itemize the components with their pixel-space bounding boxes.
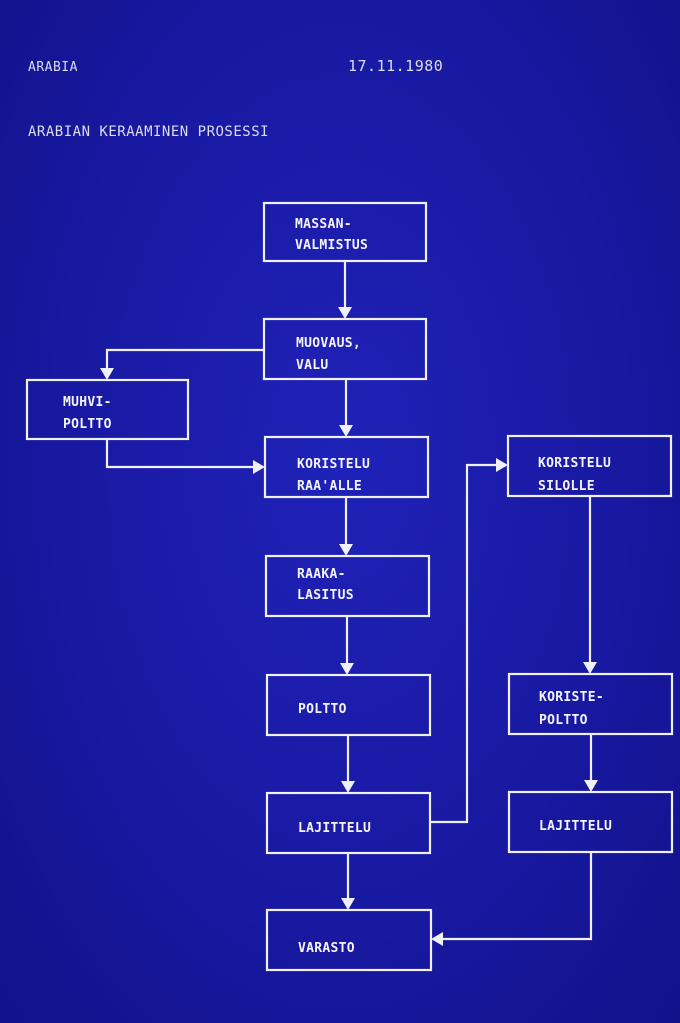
box-lajittelu-2: LAJITTELU [507,790,674,854]
box-muovaus: MUOVAUS, VALU [262,317,428,381]
connector-raakalasitus-poltto [340,616,354,675]
connector-poltto-lajittelu [341,735,355,793]
box-poltto: POLTTO [265,673,432,737]
box-koristelu-silolle-line2: SILOLLE [538,479,595,494]
connector-muhvi-koristelu [105,439,265,474]
connector-lajittelu-koristelu-silolle [430,458,508,824]
box-raakalasitus-line1: RAAKA- [297,567,346,582]
box-massan-line1: MASSAN- [295,217,352,232]
box-koristelu-raa-line2: RAA'ALLE [297,479,362,494]
connector-muovaus-muhvi [100,348,264,380]
box-massan: MASSAN- VALMISTUS [262,201,428,263]
box-muovaus-line2: VALU [296,358,329,373]
box-koristelu-raa: KORISTELU RAA'ALLE [263,435,430,499]
box-koristepoltto-line1: KORISTE- [539,690,604,705]
connector-massan-muovaus [338,261,352,319]
company-name: ARABIA [28,60,78,75]
connector-lajittelu-varasto [341,853,355,910]
connector-lajittelu2-varasto [431,852,593,946]
box-muhvi-line1: MUHVI- [63,395,112,410]
box-poltto-line1: POLTTO [298,702,347,717]
connector-koristepoltto-lajittelu [584,734,598,792]
box-muhvi-line2: POLTTO [63,417,112,432]
box-muovaus-line1: MUOVAUS, [296,336,361,351]
box-massan-line2: VALMISTUS [295,238,368,253]
box-varasto: VARASTO [265,908,433,972]
box-raakalasitus-line2: LASITUS [297,588,354,603]
box-lajittelu-1-line1: LAJITTELU [298,821,371,836]
diagram-title: ARABIAN KERAAMINEN PROSESSI [28,124,270,140]
box-lajittelu-2-line1: LAJITTELU [539,819,612,834]
box-koristelu-raa-line1: KORISTELU [297,457,370,472]
box-koristepoltto: KORISTE- POLTTO [507,672,674,736]
box-lajittelu-1: LAJITTELU [265,791,432,855]
connector-silolle-koristepoltto [583,496,597,674]
slide-date: 17.11.1980 [348,57,444,75]
box-raakalasitus: RAAKA- LASITUS [264,554,431,618]
box-koristepoltto-line2: POLTTO [539,713,588,728]
box-koristelu-silolle-line1: KORISTELU [538,456,611,471]
box-koristelu-silolle: KORISTELU SILOLLE [506,434,673,498]
connector-koristelu-raakalasitus [339,497,353,556]
box-varasto-line1: VARASTO [298,941,355,956]
connector-muovaus-koristelu [339,379,353,437]
box-muhvi: MUHVI- POLTTO [25,378,190,441]
